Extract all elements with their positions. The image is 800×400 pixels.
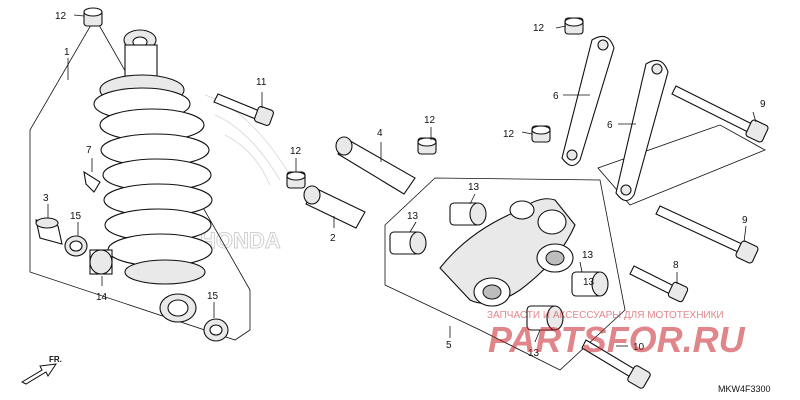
nut-12-center xyxy=(417,137,437,155)
callout-2: 2 xyxy=(330,233,336,244)
watermark-site: PARTSFOR.RU xyxy=(488,319,746,360)
bearing-13-c xyxy=(571,271,609,297)
callout-5: 5 xyxy=(446,340,452,351)
callout-12: 12 xyxy=(424,115,436,126)
watermark-tagline: ЗАПЧАСТИ И АКСЕССУАРЫ ДЛЯ МОТОТЕХНИКИ xyxy=(487,310,724,321)
shock-group-outline xyxy=(29,17,251,341)
callout-6: 6 xyxy=(607,120,613,131)
bolt-9-upper xyxy=(671,85,769,143)
callout-labels: 12 1 7 3 15 14 15 11 12 4 2 12 12 12 6 6… xyxy=(43,11,766,359)
shock-spring xyxy=(99,108,213,267)
shock-lower-seat xyxy=(124,259,206,285)
honda-wing-logo: HONDA xyxy=(200,94,291,254)
bolt-8 xyxy=(629,265,689,303)
callout-6: 6 xyxy=(553,91,559,102)
bolt-10 xyxy=(581,339,651,389)
front-direction-indicator: FR. xyxy=(20,355,62,385)
bearing-15-bottom xyxy=(203,318,229,342)
direction-label: FR. xyxy=(49,355,62,364)
clip-7 xyxy=(83,170,101,193)
collar-2 xyxy=(303,185,366,229)
callout-7: 7 xyxy=(86,145,92,156)
callout-1: 1 xyxy=(64,47,70,58)
nut-12-right xyxy=(531,125,551,143)
callout-15: 15 xyxy=(207,291,219,302)
connecting-rod-6-left xyxy=(561,35,615,167)
callout-12: 12 xyxy=(533,23,545,34)
bolt-9-lower xyxy=(655,205,759,264)
bearing-15-left xyxy=(64,235,88,257)
callout-13: 13 xyxy=(583,277,595,288)
callout-13: 13 xyxy=(582,250,594,261)
rear-shock-absorber xyxy=(93,29,213,323)
bush-14 xyxy=(89,249,113,275)
callout-13: 13 xyxy=(407,211,419,222)
nut-12-top-left xyxy=(83,7,103,27)
watermark: ЗАПЧАСТИ И АКСЕССУАРЫ ДЛЯ МОТОТЕХНИКИ PA… xyxy=(487,310,746,360)
callout-12: 12 xyxy=(55,11,67,22)
bush-3 xyxy=(35,217,63,245)
arrow-icon xyxy=(20,363,58,385)
leader-lines xyxy=(47,14,757,347)
bearing-13-a xyxy=(449,202,487,226)
callout-10: 10 xyxy=(633,342,645,353)
callout-3: 3 xyxy=(43,193,49,204)
bearing-13-d xyxy=(526,305,564,331)
honda-brand-text: HONDA xyxy=(200,228,281,253)
callout-9: 9 xyxy=(760,99,766,110)
collar-4 xyxy=(335,136,416,195)
bearing-13-b xyxy=(389,231,427,255)
arm-group-outline xyxy=(384,177,626,371)
callout-12: 12 xyxy=(290,146,302,157)
callout-4: 4 xyxy=(377,128,383,139)
callout-13: 13 xyxy=(468,182,480,193)
callout-14: 14 xyxy=(96,292,108,303)
callout-11: 11 xyxy=(256,77,267,88)
bolt-11 xyxy=(213,93,274,126)
diagram-code: MKW4F3300 xyxy=(718,384,771,394)
connecting-rod-6-right xyxy=(615,59,669,202)
nut-12-top-right xyxy=(564,17,584,35)
callout-13: 13 xyxy=(528,348,540,359)
cushion-arm xyxy=(439,198,576,307)
callout-15: 15 xyxy=(70,211,82,222)
shock-top-mount xyxy=(124,44,158,81)
nut-12-middle xyxy=(286,171,306,189)
callout-8: 8 xyxy=(673,260,679,271)
callout-12: 12 xyxy=(503,129,515,140)
callout-9: 9 xyxy=(742,215,748,226)
